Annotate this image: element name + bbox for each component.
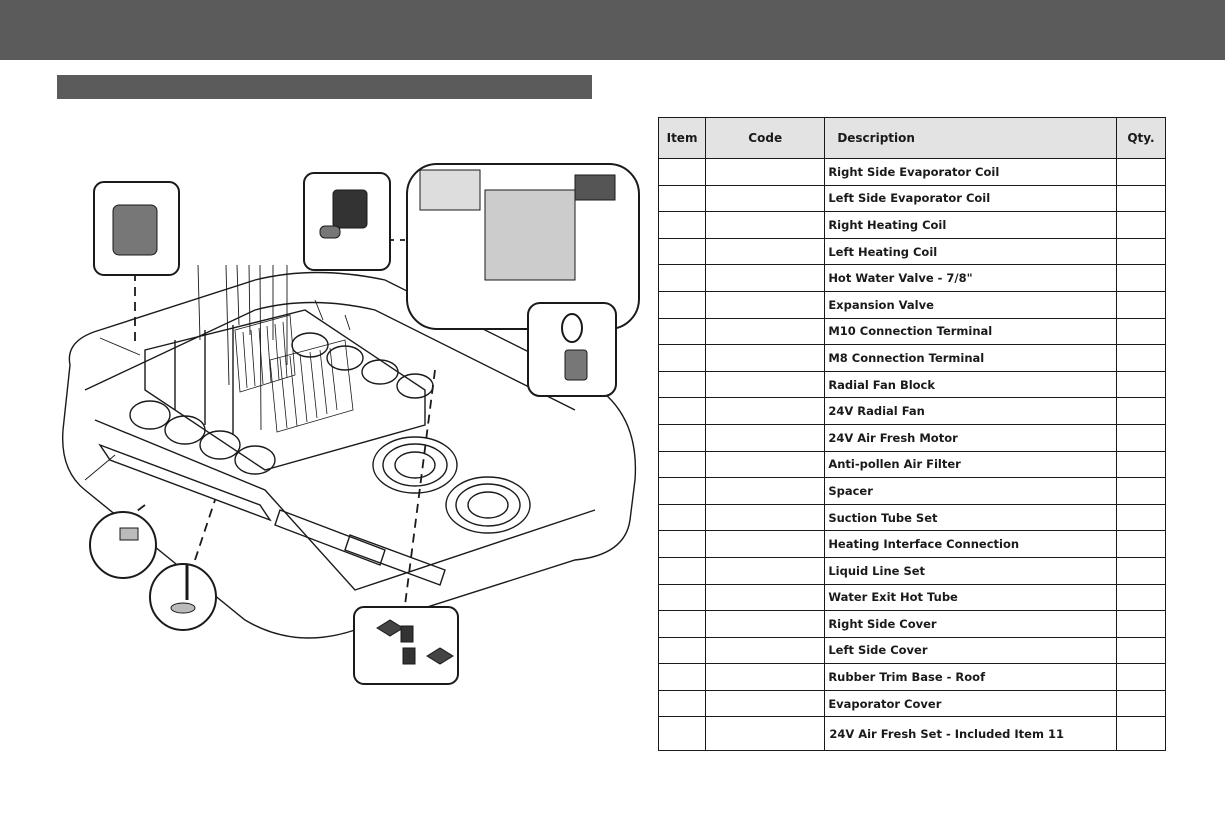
- table-row: 24V Air Fresh Set - Included Item 11: [657, 716, 1167, 752]
- table-row: Left Side Cover: [657, 636, 1167, 665]
- part-description: M8 Connection Terminal: [824, 344, 1117, 372]
- parts-table: Item Code Description Qty. Right Side Ev…: [657, 117, 1167, 752]
- header-code: Code: [705, 117, 826, 159]
- top-header-bar: [0, 0, 1225, 60]
- table-row: Spacer: [657, 477, 1167, 505]
- spacer-icon: [149, 563, 217, 631]
- table-row: Radial Fan Block: [657, 370, 1167, 399]
- part-description: Heating Interface Connection: [824, 530, 1117, 558]
- table-row: Left Heating Coil: [657, 237, 1167, 266]
- table-row: Liquid Line Set: [657, 556, 1167, 585]
- part-description: Right Heating Coil: [824, 211, 1117, 239]
- part-description: Left Side Evaporator Coil: [824, 184, 1117, 213]
- table-row: Expansion Valve: [657, 290, 1167, 319]
- table-row: M10 Connection Terminal: [657, 317, 1167, 346]
- table-row: Hot Water Valve - 7/8": [657, 264, 1167, 292]
- part-description: Right Side Cover: [824, 610, 1117, 638]
- table-row: Water Exit Hot Tube: [657, 583, 1167, 612]
- table-row: Right Side Evaporator Coil: [657, 158, 1167, 186]
- fan-grille-icon: [372, 436, 531, 534]
- table-row: Left Side Evaporator Coil: [657, 184, 1167, 213]
- table-row: 24V Air Fresh Motor: [657, 423, 1167, 452]
- part-description: Radial Fan Block: [824, 370, 1117, 399]
- table-row: Right Heating Coil: [657, 211, 1167, 239]
- table-header-row: Item Code Description Qty.: [657, 117, 1167, 159]
- part-description: 24V Air Fresh Motor: [824, 423, 1117, 452]
- table-row: Heating Interface Connection: [657, 530, 1167, 558]
- air-filter: [98, 443, 272, 522]
- part-description: Water Exit Hot Tube: [824, 583, 1117, 612]
- part-description: Expansion Valve: [824, 290, 1117, 319]
- header-item: Item: [657, 117, 707, 159]
- table-row: Suction Tube Set: [657, 503, 1167, 532]
- table-row: Rubber Trim Base - Roof: [657, 663, 1167, 691]
- part-description: Evaporator Cover: [824, 689, 1117, 718]
- part-description: Rubber Trim Base - Roof: [824, 663, 1117, 691]
- header-description: Description: [824, 117, 1117, 159]
- table-row: Evaporator Cover: [657, 689, 1167, 718]
- exploded-view-diagram: [61, 163, 640, 685]
- table-row: Right Side Cover: [657, 610, 1167, 638]
- part-description: Liquid Line Set: [824, 556, 1117, 585]
- part-description: Left Side Cover: [824, 636, 1117, 665]
- part-description: Hot Water Valve - 7/8": [824, 264, 1117, 292]
- section-title-bar: [57, 75, 592, 99]
- table-row: M8 Connection Terminal: [657, 344, 1167, 372]
- part-description: 24V Air Fresh Set - Included Item 11: [824, 716, 1117, 752]
- roof-housing: [61, 271, 637, 639]
- spacer-icon: [89, 511, 157, 579]
- connection-terminal-icon: [353, 606, 459, 685]
- part-description: Left Heating Coil: [824, 237, 1117, 266]
- part-description: Right Side Evaporator Coil: [824, 158, 1117, 186]
- table-row: Anti-pollen Air Filter: [657, 450, 1167, 479]
- table-row: 24V Radial Fan: [657, 397, 1167, 425]
- header-qty: Qty.: [1115, 117, 1167, 159]
- part-description: 24V Radial Fan: [824, 397, 1117, 425]
- part-description: M10 Connection Terminal: [824, 317, 1117, 346]
- part-description: Spacer: [824, 477, 1117, 505]
- part-description: Suction Tube Set: [824, 503, 1117, 532]
- part-description: Anti-pollen Air Filter: [824, 450, 1117, 479]
